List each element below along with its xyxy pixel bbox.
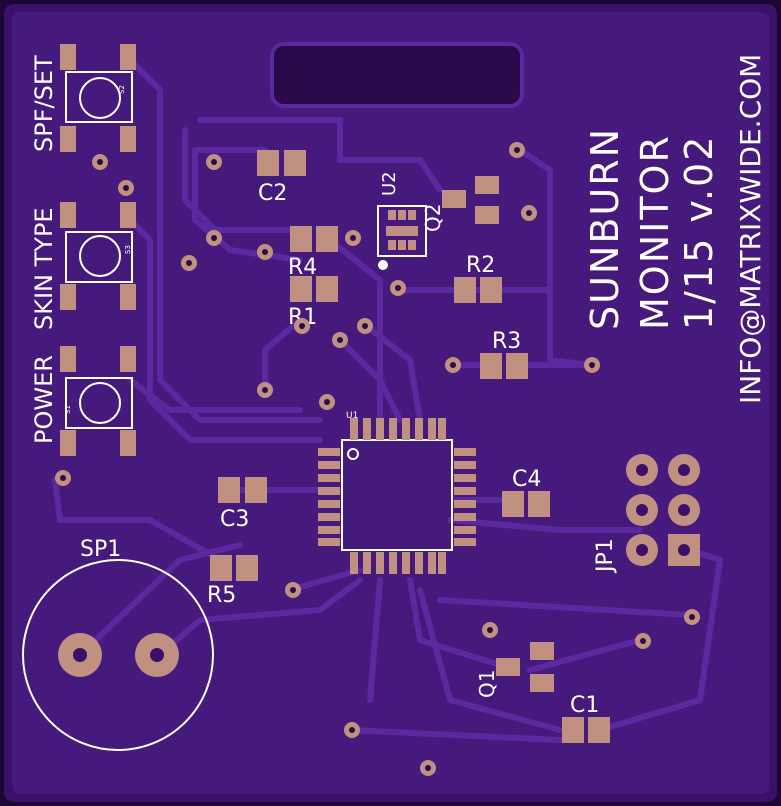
label-s3: S3: [124, 245, 132, 254]
label-c1: C1: [570, 693, 599, 718]
label-power: POWER: [30, 355, 58, 444]
label-jp1: JP1: [593, 538, 618, 574]
speaker-sp1: SP1: [22, 537, 214, 751]
res-r5: R5: [207, 555, 258, 608]
label-r5: R5: [207, 583, 236, 608]
transistor-q1: Q1: [475, 642, 554, 698]
res-r2: R2: [454, 253, 502, 303]
label-c4: C4: [512, 467, 541, 492]
switch-s3: S3: [60, 202, 136, 310]
label-spf-set: SPF/SET: [30, 55, 58, 152]
version-label: 1/15 v.02: [677, 135, 721, 330]
label-r3: R3: [492, 329, 521, 354]
email-label: INFO@MATRIXWIDE.COM: [734, 54, 767, 404]
label-s1: S1: [64, 405, 72, 414]
label-q2: Q2: [421, 204, 445, 232]
title-line1: SUNBURN: [583, 127, 627, 330]
cap-c4: C4: [502, 467, 550, 517]
title-line2: MONITOR: [633, 134, 677, 330]
label-sp1: SP1: [80, 537, 121, 562]
cap-c2: C2: [257, 150, 306, 206]
label-skin-type: SKIN TYPE: [30, 207, 58, 330]
label-u2: U2: [379, 171, 400, 196]
cap-c3: C3: [218, 477, 267, 532]
slot-cutout: [270, 42, 524, 108]
header-jp1: JP1: [593, 454, 700, 574]
switch-s2: S2: [60, 44, 136, 152]
label-r2: R2: [466, 253, 495, 278]
switch-s1: S1: [60, 346, 136, 456]
cap-c1: C1: [562, 693, 610, 743]
label-u1: U1: [346, 411, 358, 421]
ic-u1: U1: [318, 411, 476, 574]
label-c2: C2: [258, 181, 287, 206]
ic-u2: U2: [377, 171, 427, 270]
label-r4: R4: [288, 255, 317, 280]
via-holes: [60, 147, 695, 771]
res-r3: R3: [480, 329, 528, 379]
res-r4: R4: [288, 226, 338, 280]
label-c3: C3: [220, 507, 249, 532]
label-q1: Q1: [475, 670, 499, 698]
label-s2: S2: [118, 85, 126, 94]
